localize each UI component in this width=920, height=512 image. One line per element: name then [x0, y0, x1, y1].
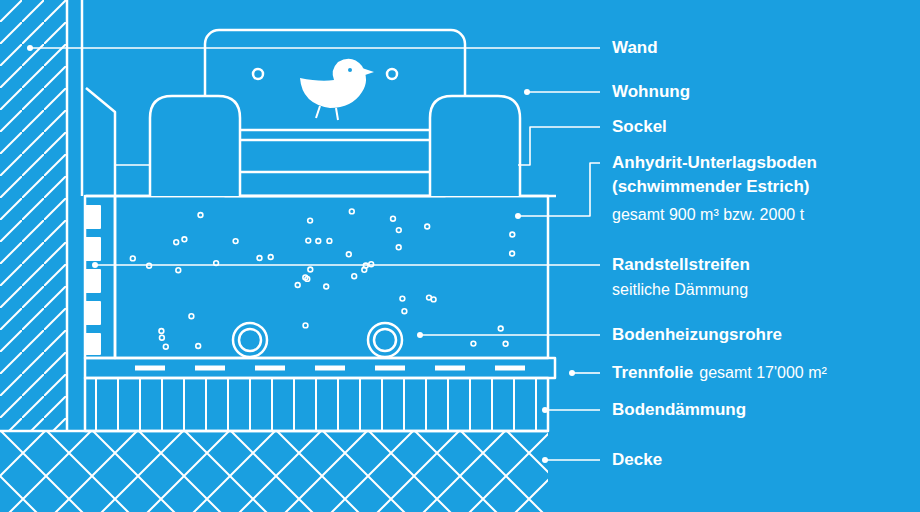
screed-texture	[130, 209, 514, 349]
floor-insulation	[85, 378, 548, 431]
heating-pipe	[368, 323, 402, 357]
heating-pipe	[374, 329, 396, 351]
part-name: Trennfolie	[612, 361, 693, 385]
wall-hatching	[0, 0, 66, 430]
wall-line	[81, 0, 84, 196]
part-note: seitliche Dämmung	[612, 278, 748, 302]
ceiling-slab	[0, 432, 548, 512]
part-name: Wohnung	[612, 80, 690, 104]
separation-foil	[85, 358, 555, 378]
screed	[115, 196, 548, 358]
heating-pipe	[233, 323, 267, 357]
leader-dots	[27, 45, 575, 463]
part-name: Decke	[612, 448, 662, 472]
edge-strip-marks	[86, 206, 100, 354]
part-name: Randstellstreifen	[612, 253, 750, 277]
part-name: Bodenheizungsrohre	[612, 323, 782, 347]
quantity-note: gesamt 900 m³ bzw. 2000 t	[612, 203, 804, 227]
part-name: Wand	[612, 36, 658, 60]
part-name: Sockel	[612, 115, 667, 139]
armchair	[150, 30, 520, 196]
baseboard	[86, 88, 115, 196]
part-name: Bodendämmung	[612, 398, 746, 422]
wall-line	[66, 0, 69, 432]
foil-marks	[135, 366, 525, 371]
leader-lines	[30, 48, 600, 460]
part-name: Anhydrit-Unterlagsboden (schwimmender Es…	[612, 151, 912, 199]
heating-pipe	[239, 329, 261, 351]
quantity-note: gesamt 17'000 m²	[699, 361, 827, 385]
edge-strip	[85, 196, 115, 358]
